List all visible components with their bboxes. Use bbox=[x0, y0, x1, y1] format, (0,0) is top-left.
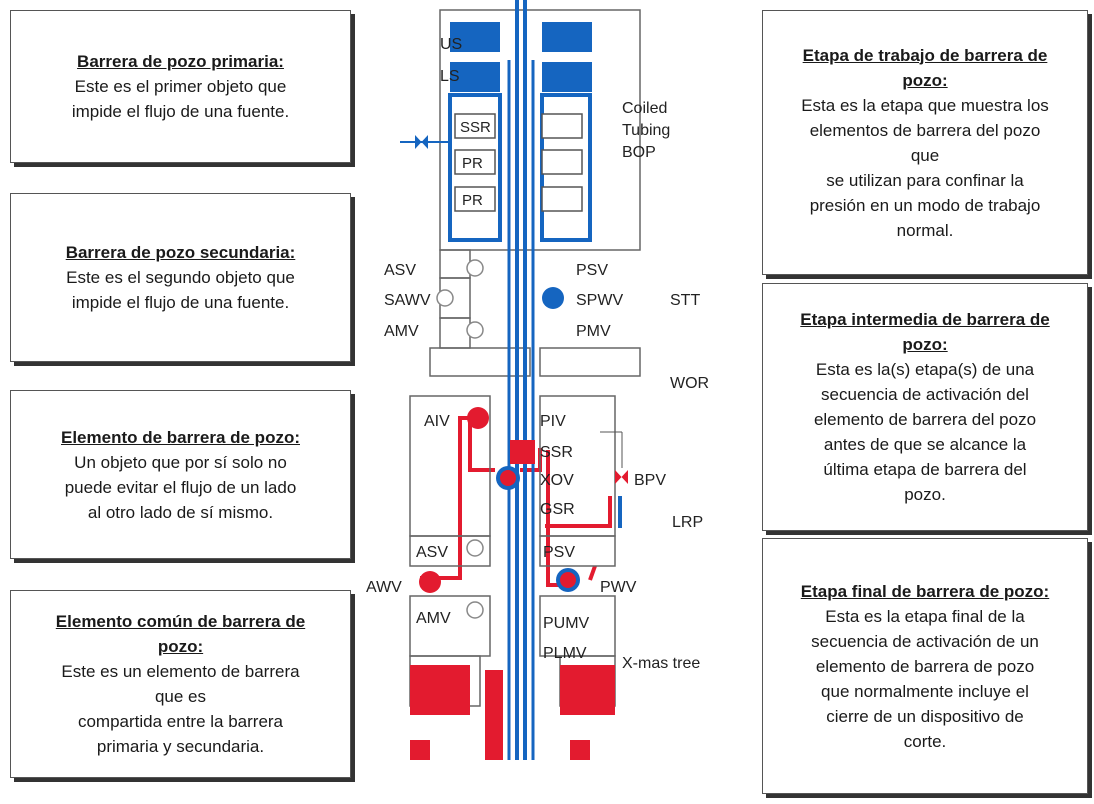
label-pmv: PMV bbox=[576, 323, 611, 340]
pr-ram-1 bbox=[454, 149, 496, 175]
label-aiv: AIV bbox=[424, 413, 450, 430]
label-asv-1: ASV bbox=[384, 262, 416, 279]
xmas-tubing-hanger bbox=[485, 670, 503, 760]
label-piv: PIV bbox=[540, 413, 566, 430]
spwv-valve-icon bbox=[542, 287, 564, 309]
intermediate-stage-title: Etapa intermedia de barrera de pozo: bbox=[800, 310, 1050, 354]
ls-ram bbox=[450, 62, 500, 92]
amv2-valve-icon bbox=[466, 601, 484, 619]
us-ram-right bbox=[542, 22, 592, 52]
label-spwv: SPWV bbox=[576, 292, 623, 309]
label-pumv: PUMV bbox=[543, 615, 590, 632]
final-stage-title: Etapa final de barrera de pozo: bbox=[800, 581, 1050, 601]
intermediate-stage-text: Esta es la(s) etapa(s) de una secuencia … bbox=[813, 360, 1037, 504]
secondary-barrier-box: Barrera de pozo secundaria: Este es el s… bbox=[10, 193, 351, 362]
xmas-block-left bbox=[410, 665, 470, 715]
barrier-element-text: Un objeto que por sí solo no puede evita… bbox=[64, 452, 297, 522]
label-wor: WOR bbox=[670, 375, 709, 392]
bpv-valve-icon bbox=[615, 470, 628, 484]
label-lrp: LRP bbox=[672, 514, 703, 531]
us-ram bbox=[450, 22, 500, 52]
barrier-element-title: Elemento de barrera de pozo: bbox=[61, 427, 300, 447]
barrier-element-box: Elemento de barrera de pozo: Un objeto q… bbox=[10, 390, 351, 559]
secondary-barrier-text: Este es el segundo objeto que impide el … bbox=[66, 268, 295, 312]
xmas-block-right bbox=[560, 665, 615, 715]
common-barrier-element-box: Elemento común de barrera de pozo: Este … bbox=[10, 590, 351, 778]
secondary-barrier-title: Barrera de pozo secundaria: bbox=[65, 243, 296, 262]
label-sawv: SAWV bbox=[384, 292, 431, 309]
primary-barrier-title: Barrera de pozo primaria: bbox=[77, 52, 284, 71]
label-amv-1: AMV bbox=[384, 323, 419, 340]
label-pr-1: PR bbox=[462, 155, 483, 172]
ls-ram-right bbox=[542, 62, 592, 92]
well-barrier-diagram: US LS SSR PR PR Coiled Tubing BOP ASV SA… bbox=[366, 0, 709, 760]
label-coiled: Coiled bbox=[622, 100, 667, 117]
pr-ram-2 bbox=[454, 186, 496, 212]
label-bpv: BPV bbox=[634, 472, 666, 489]
working-stage-box: Etapa de trabajo de barrera de pozo: Est… bbox=[762, 10, 1088, 275]
label-psv-2: PSV bbox=[543, 544, 575, 561]
xmas-foot-right bbox=[570, 740, 590, 760]
final-stage-text: Esta es la etapa final de la secuencia d… bbox=[811, 606, 1039, 751]
label-tubing: Tubing bbox=[622, 122, 670, 139]
label-stt: STT bbox=[670, 292, 700, 309]
ssr-ram bbox=[454, 113, 496, 139]
common-barrier-element-title: Elemento común de barrera de pozo: bbox=[55, 612, 306, 656]
awv-valve-icon bbox=[419, 571, 441, 593]
label-pwv: PWV bbox=[600, 579, 637, 596]
label-ls: LS bbox=[440, 68, 460, 85]
kill-valve-icon bbox=[415, 135, 428, 149]
label-psv-1: PSV bbox=[576, 262, 608, 279]
common-barrier-element-text: Este es un elemento de barrera que es co… bbox=[61, 662, 300, 756]
label-awv: AWV bbox=[366, 579, 402, 596]
label-us: US bbox=[440, 36, 462, 53]
xmas-foot-left bbox=[410, 740, 430, 760]
lrp-shear-ram bbox=[510, 440, 535, 464]
primary-barrier-text: Este es el primer objeto que impide el f… bbox=[71, 77, 290, 121]
pr-ram-right-2 bbox=[541, 186, 583, 212]
label-bop: BOP bbox=[622, 144, 656, 161]
label-asv-2: ASV bbox=[416, 544, 448, 561]
final-stage-box: Etapa final de barrera de pozo: Esta es … bbox=[762, 538, 1088, 794]
sawv-valve-icon bbox=[436, 289, 454, 307]
xov-valve-icon bbox=[500, 470, 516, 486]
working-stage-text: Esta es la etapa que muestra los element… bbox=[801, 95, 1049, 240]
label-xmas-tree: X-mas tree bbox=[622, 655, 700, 672]
pwv-valve-icon bbox=[560, 572, 576, 588]
label-pr-2: PR bbox=[462, 192, 483, 209]
pr-ram-right-1 bbox=[541, 149, 583, 175]
primary-barrier-pipes bbox=[448, 0, 622, 760]
label-gsr: GSR bbox=[540, 501, 575, 518]
primary-barrier-box: Barrera de pozo primaria: Este es el pri… bbox=[10, 10, 351, 163]
label-ssr-lrp: SSR bbox=[540, 444, 573, 461]
ssr-ram-right bbox=[541, 113, 583, 139]
working-stage-title: Etapa de trabajo de barrera de pozo: bbox=[802, 45, 1048, 90]
asv-valve-icon bbox=[466, 259, 484, 277]
label-ssr-top: SSR bbox=[460, 119, 491, 136]
aiv-valve-icon bbox=[467, 407, 489, 429]
label-xov: XOV bbox=[540, 472, 574, 489]
amv-valve-icon bbox=[466, 321, 484, 339]
intermediate-stage-box: Etapa intermedia de barrera de pozo: Est… bbox=[762, 283, 1088, 531]
label-amv-2: AMV bbox=[416, 610, 451, 627]
asv2-valve-icon bbox=[466, 539, 484, 557]
label-plmv: PLMV bbox=[543, 645, 587, 662]
